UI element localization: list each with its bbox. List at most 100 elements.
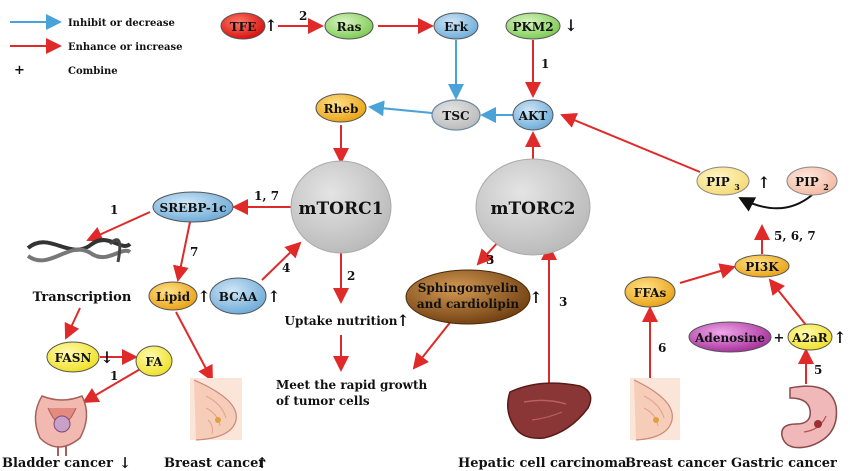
node-akt: AKT — [512, 99, 554, 131]
num-gastric: 5 — [814, 363, 822, 377]
arrow-pip3-akt — [560, 112, 701, 173]
node-bcaa: BCAA ↑ — [209, 277, 281, 315]
arrow-sphingo-growth — [412, 319, 453, 370]
node-ras: Ras — [324, 12, 374, 40]
legend-combine-label: Combine — [68, 66, 118, 77]
node-srebp-label: SREBP-1c — [160, 201, 227, 215]
growth-line2: of tumor cells — [276, 394, 370, 408]
tfe-up-indicator: ↑ — [264, 16, 277, 35]
node-a2ar: A2aR ↑ — [787, 323, 847, 351]
num-hepatic: 3 — [559, 295, 567, 309]
bcaa-up-indicator: ↑ — [267, 287, 280, 306]
pkm2-down-indicator: ↓ — [564, 16, 577, 35]
legend-combine-symbol: + — [14, 63, 25, 78]
node-fa: FA — [135, 345, 173, 377]
node-fasn: FASN ↓ — [46, 341, 114, 373]
node-rheb: Rheb — [315, 93, 367, 123]
node-ras-label: Ras — [337, 20, 362, 34]
lipid-up-indicator: ↑ — [197, 287, 210, 306]
arrow-lipid-breast — [175, 311, 213, 382]
pip3-up-indicator: ↑ — [757, 173, 770, 192]
node-pkm2-label: PKM2 — [512, 20, 553, 34]
arrow-bcaa-mtorc1 — [261, 241, 302, 281]
num-bcaa: 4 — [282, 261, 290, 275]
bladder-icon — [34, 395, 88, 456]
uptake-up-indicator: ↑ — [396, 311, 409, 330]
node-sphingo-line2: and cardiolipin — [417, 297, 519, 311]
arrow-srebp-lipid — [173, 221, 191, 282]
node-tfe-label: TFE — [230, 20, 257, 34]
node-tfe: TFE ↑ — [220, 12, 278, 40]
node-tsc-label: TSC — [442, 109, 469, 123]
arrow-tsc-rheb — [368, 100, 433, 117]
node-pi3k-label: PI3K — [745, 260, 779, 274]
num-uptake: 2 — [347, 269, 355, 283]
node-adenosine-label: Adenosine — [694, 331, 765, 345]
node-fa-label: FA — [145, 355, 163, 369]
arrow-transcription-fasn — [64, 307, 81, 340]
node-erk-label: Erk — [444, 20, 468, 34]
num-fa-bladder: 1 — [110, 369, 118, 383]
node-rheb-label: Rheb — [324, 102, 359, 116]
node-bcaa-label: BCAA — [219, 290, 258, 304]
legend-inhibit-label: Inhibit or decrease — [68, 18, 175, 29]
num-sphingo: 3 — [486, 253, 494, 267]
breast-cancer-right-label: Breast cancer — [625, 456, 726, 471]
breast-left-icon — [190, 378, 242, 441]
arrow-ffas-pi3k — [679, 263, 736, 284]
breast-up-indicator: ↑ — [256, 454, 269, 471]
node-pip3-sub: 3 — [734, 182, 740, 192]
node-mtorc1: mTORC1 — [290, 160, 392, 254]
num-srebp-transcription: 1 — [110, 203, 118, 217]
legend: Inhibit or decrease Enhance or increase … — [10, 14, 183, 78]
node-ffas-label: FFAs — [634, 286, 667, 300]
node-pip2-sub: 2 — [823, 182, 829, 192]
node-mtorc1-label: mTORC1 — [299, 199, 384, 219]
node-pi3k: PI3K — [734, 254, 790, 278]
node-a2ar-label: A2aR — [791, 331, 828, 345]
node-akt-label: AKT — [518, 109, 548, 123]
node-lipid-label: Lipid — [156, 290, 191, 304]
sphingo-up-indicator: ↑ — [529, 288, 542, 307]
gastric-cancer-label: Gastric cancer — [731, 456, 837, 471]
node-adenosine: Adenosine — [688, 321, 772, 353]
node-erk: Erk — [433, 12, 479, 40]
liver-icon — [507, 382, 592, 439]
num-tfe-ras: 2 — [299, 9, 307, 23]
node-sphingomyelin: Sphingomyelin and cardiolipin ↑ — [405, 269, 543, 325]
arrow-fa-bladder — [82, 367, 143, 404]
node-tsc: TSC — [431, 99, 481, 131]
num-pkm2-akt: 1 — [541, 57, 549, 71]
node-srebp: SREBP-1c — [152, 191, 234, 223]
num-srebp-lipid: 7 — [190, 245, 198, 259]
legend-enhance-label: Enhance or increase — [68, 42, 183, 53]
arrow-pip2-pip3 — [738, 194, 813, 212]
node-ffas: FFAs — [624, 276, 676, 308]
breast-right-icon — [630, 378, 680, 441]
bladder-cancer-label: Bladder cancer — [2, 456, 113, 471]
arrow-a2ar-pi3k — [768, 278, 807, 326]
node-mtorc2-label: mTORC2 — [491, 199, 576, 219]
dna-icon — [26, 238, 132, 263]
stomach-icon — [781, 385, 838, 449]
node-sphingo-line1: Sphingomyelin — [418, 281, 519, 295]
num-ffas: 6 — [658, 341, 666, 355]
a2ar-up-indicator: ↑ — [833, 328, 846, 347]
bladder-down-indicator: ↓ — [119, 454, 132, 471]
num-pi3k-pip: 5, 6, 7 — [774, 229, 816, 243]
node-pkm2: PKM2 ↓ — [505, 12, 578, 40]
transcription-label: Transcription — [33, 290, 132, 305]
node-pip3-label: PIP — [706, 175, 730, 189]
fasn-down-indicator: ↓ — [100, 348, 113, 367]
combine-plus: + — [774, 331, 785, 346]
num-mtorc1-srebp: 1, 7 — [254, 189, 279, 203]
node-pip2-label: PIP — [795, 175, 819, 189]
uptake-label: Uptake nutrition — [284, 314, 397, 328]
node-lipid: Lipid ↑ — [148, 281, 211, 311]
growth-line1: Meet the rapid growth — [276, 378, 428, 392]
breast-cancer-left-label: Breast cancer — [164, 456, 265, 471]
arrow-srebp-transcription — [86, 211, 151, 242]
arrows — [64, 18, 814, 404]
node-mtorc2: mTORC2 — [475, 158, 591, 256]
node-pip2: PIP 2 — [786, 166, 838, 196]
